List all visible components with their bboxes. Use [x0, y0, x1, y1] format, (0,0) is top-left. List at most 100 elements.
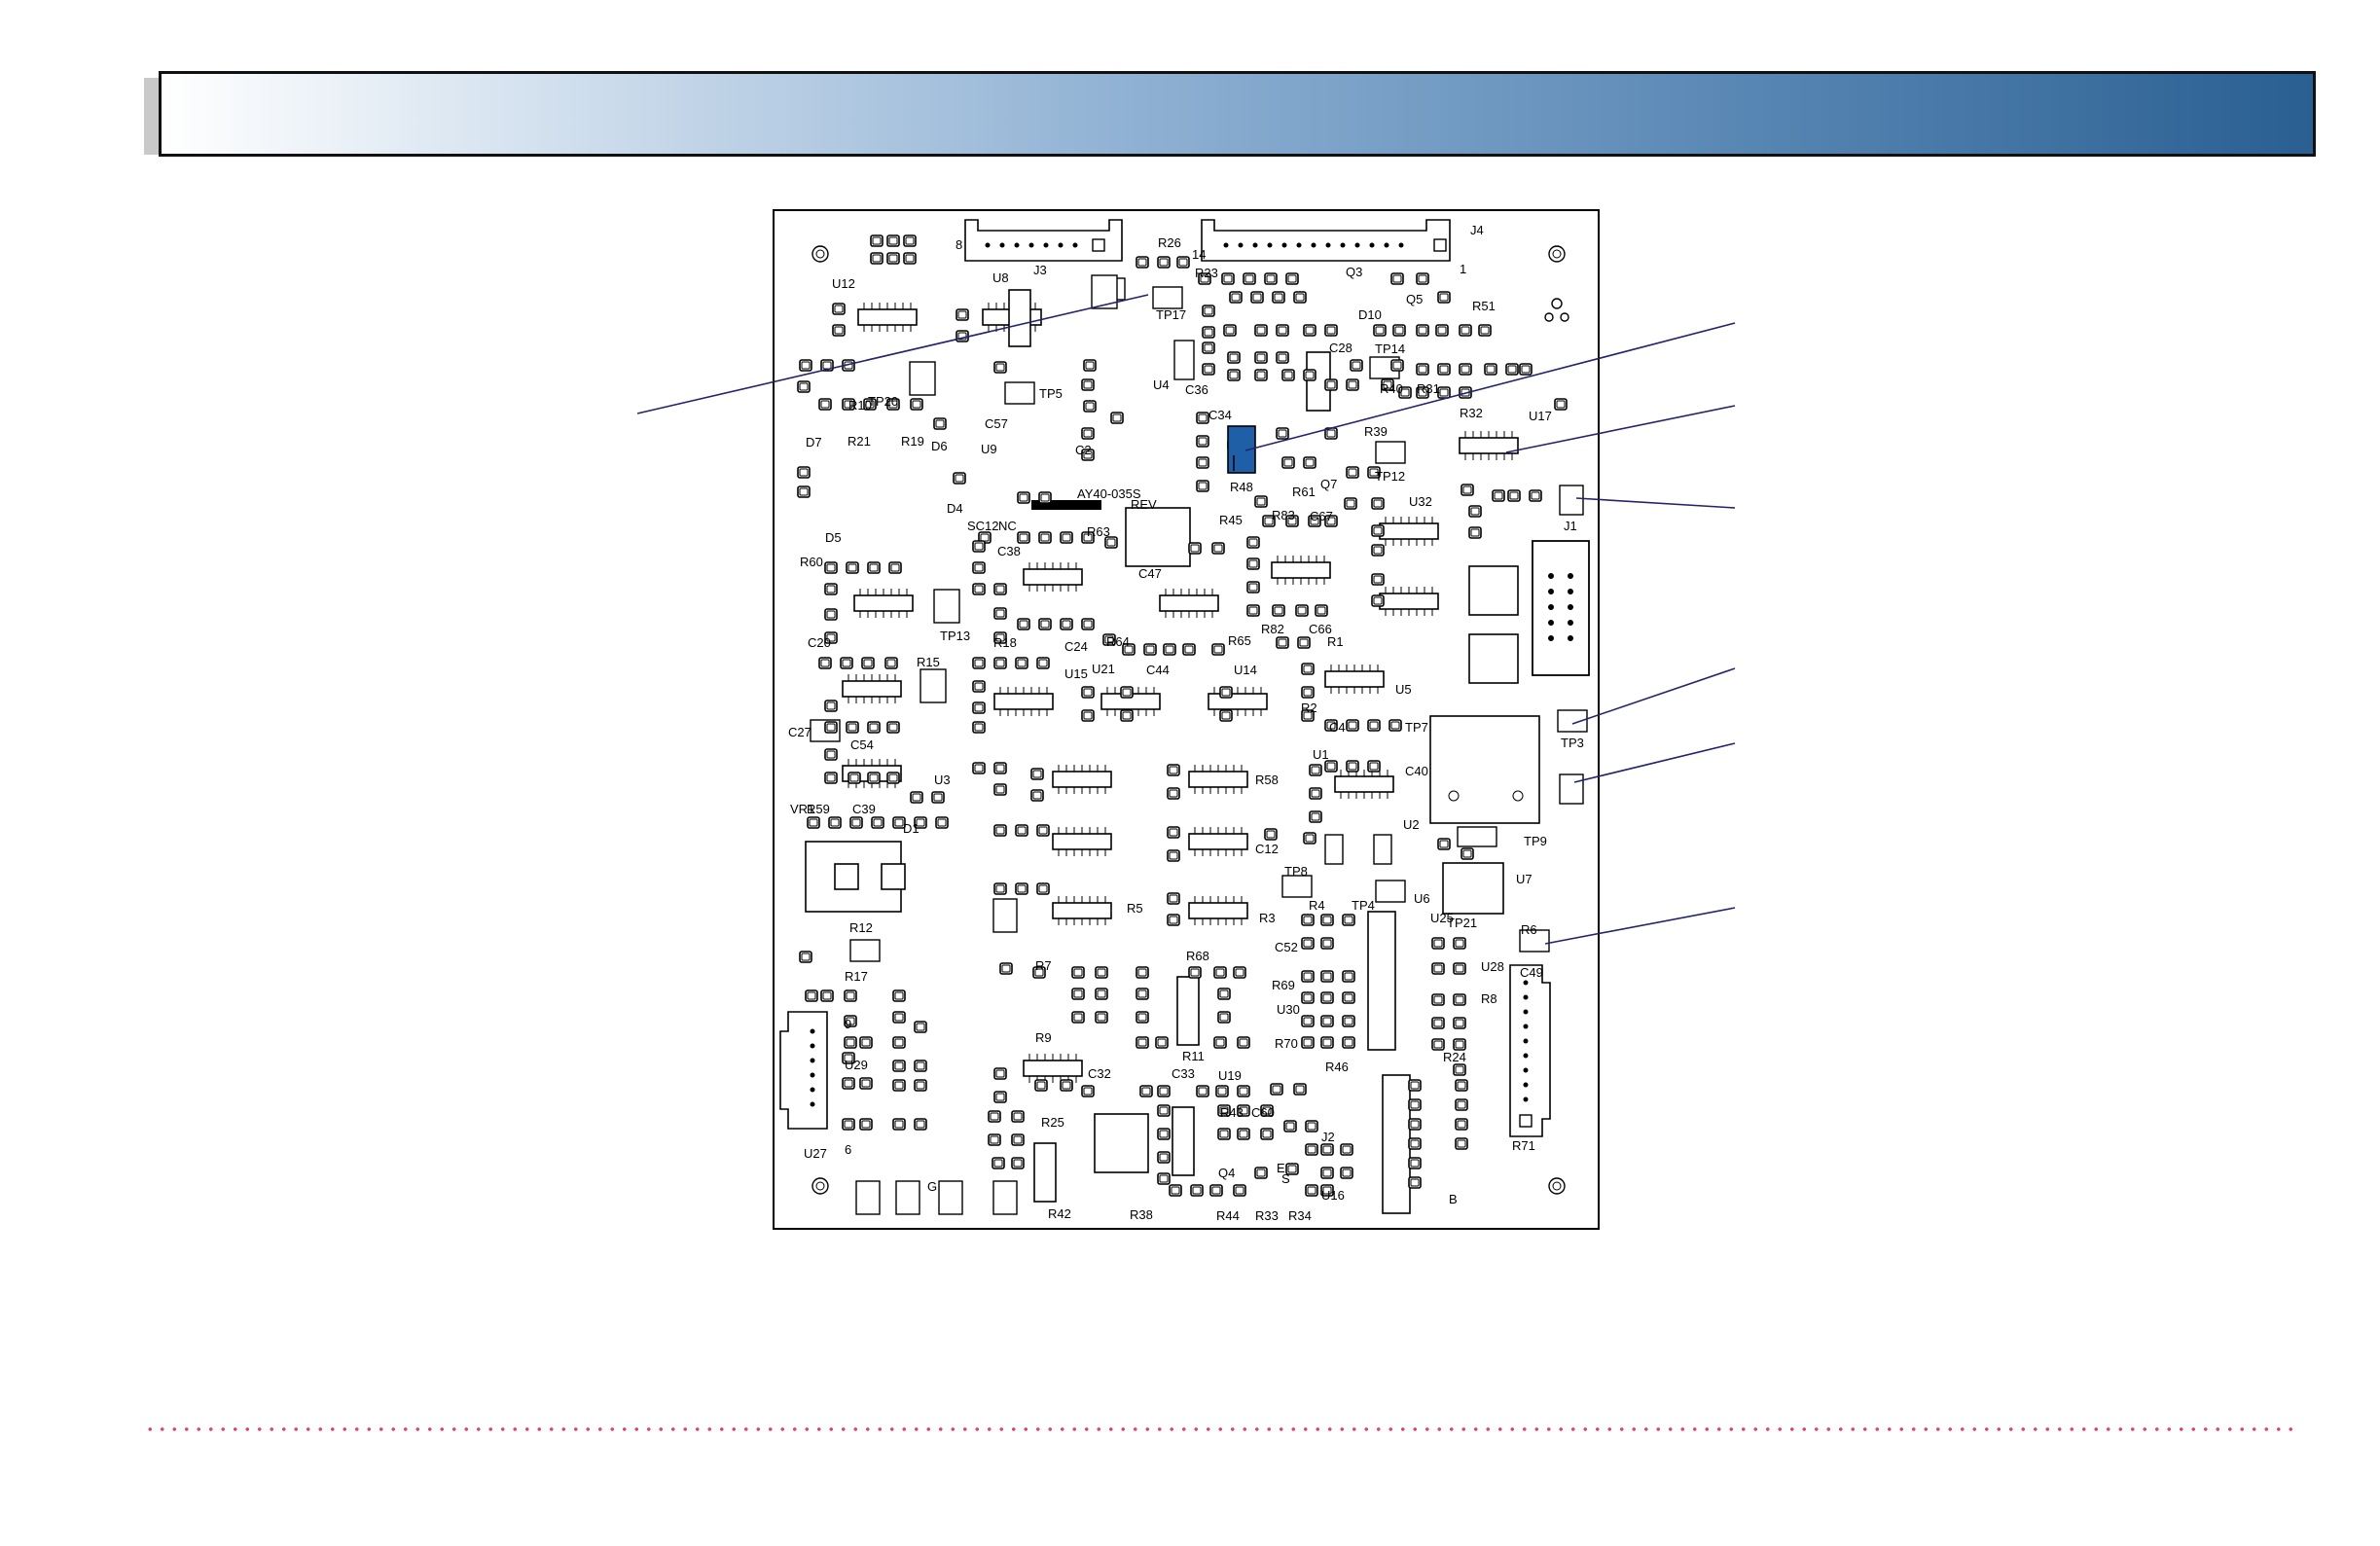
component-label: U16: [1321, 1188, 1345, 1203]
component-label: R19: [901, 434, 924, 449]
component-label: C57: [985, 416, 1008, 431]
component-label: U30: [1277, 1002, 1300, 1017]
component-label: C67: [1310, 509, 1333, 523]
smd-pad: [1431, 993, 1445, 1006]
smd-pad: [999, 962, 1013, 975]
smd-pad: [1254, 495, 1268, 508]
smd-pad: [1196, 435, 1209, 448]
component-label: Q7: [1320, 477, 1337, 491]
smd-pad: [1507, 489, 1521, 502]
component-label: U3: [934, 773, 951, 787]
smd-pad: [1188, 966, 1202, 979]
smd-pad: [1492, 489, 1505, 502]
component-label: G: [927, 1179, 937, 1194]
ay40-connector: [1031, 500, 1101, 510]
smd-pad: [886, 234, 900, 247]
smd-pad: [914, 1079, 927, 1092]
component-label: C24: [1064, 639, 1088, 654]
smd-pad: [1301, 914, 1315, 926]
smd-pad: [1081, 618, 1095, 630]
smd-pad: [1293, 291, 1307, 304]
component-label: D7: [806, 435, 822, 449]
smd-pad: [1139, 1085, 1153, 1097]
component-label: U21: [1092, 662, 1115, 676]
component-label: AY40-035S: [1077, 486, 1141, 501]
smd-pad: [892, 1118, 906, 1131]
mounting-hole: [811, 1177, 829, 1195]
component-label: S: [1281, 1171, 1290, 1186]
smd-pad: [1188, 542, 1202, 555]
smd-pad: [892, 1036, 906, 1049]
smd-pad: [1455, 1118, 1468, 1131]
smd-pad: [1468, 526, 1482, 539]
smd-pad: [1215, 1085, 1229, 1097]
smd-pad: [1371, 573, 1385, 586]
component-label: C47: [1138, 566, 1162, 581]
component-label: R39: [1364, 424, 1388, 439]
smd-pad: [1431, 937, 1445, 950]
smd-pad: [1036, 882, 1050, 895]
smd-pad: [1219, 709, 1233, 722]
footer-dotted-rule: [144, 1426, 2294, 1432]
smd-pad: [1453, 1038, 1466, 1051]
smd-pad: [847, 772, 861, 784]
smd-pad: [1246, 536, 1260, 549]
smd-pad: [1301, 686, 1315, 699]
title-banner: [159, 71, 2316, 157]
component-label: R32: [1460, 406, 1483, 420]
smd-pad: [1083, 359, 1097, 372]
smd-pad: [818, 398, 832, 411]
smd-pad: [1303, 832, 1316, 845]
component-label: U27: [804, 1146, 827, 1161]
smd-pad: [1468, 505, 1482, 518]
smd-pad: [1416, 272, 1429, 285]
smd-pad: [1276, 636, 1289, 649]
smd-pad: [1071, 1011, 1085, 1024]
smd-pad: [1431, 962, 1445, 975]
smd-pad: [1437, 291, 1451, 304]
smd-pad: [972, 561, 986, 574]
smd-pad: [1305, 1143, 1318, 1156]
component-label: C40: [1405, 764, 1428, 778]
component-label: J1: [1564, 519, 1577, 533]
smd-pad: [1297, 636, 1311, 649]
smd-pad: [1030, 768, 1044, 780]
smd-pad: [1346, 378, 1359, 391]
component-label: R70: [1275, 1036, 1298, 1051]
smd-pad: [1038, 531, 1052, 544]
component-label: U19: [1218, 1068, 1242, 1083]
smd-pad: [1408, 1118, 1422, 1131]
smd-pad: [840, 657, 853, 669]
connector-6pin: [779, 1011, 828, 1130]
smd-pad: [1015, 657, 1028, 669]
component-label: C20: [808, 635, 831, 650]
smd-pad: [1367, 719, 1381, 732]
smd-pad: [1350, 359, 1363, 372]
smd-pad: [1276, 351, 1289, 364]
smd-pad: [846, 721, 859, 734]
component-label: TP20: [868, 394, 898, 409]
component-label: 14: [1192, 247, 1206, 262]
component-label: J2: [1321, 1130, 1335, 1144]
component-label: R12: [849, 920, 873, 935]
smd-pad: [1182, 643, 1196, 656]
smd-pad: [1301, 1036, 1315, 1049]
smd-pad: [1437, 363, 1451, 376]
smd-pad: [972, 762, 986, 774]
smd-pad: [993, 824, 1007, 837]
smd-pad: [1309, 787, 1322, 800]
component-label: U25: [1430, 911, 1454, 925]
smd-pad: [1484, 363, 1497, 376]
component-label: TP5: [1039, 386, 1063, 401]
smd-pad: [859, 1118, 873, 1131]
smd-pad: [1276, 427, 1289, 440]
smd-pad: [1276, 324, 1289, 337]
smd-pad: [1190, 1184, 1204, 1197]
smd-pad: [1529, 489, 1542, 502]
component-label: R34: [1288, 1208, 1312, 1223]
smd-pad: [1320, 914, 1334, 926]
smd-pad: [1202, 342, 1215, 354]
component-label: D5: [825, 530, 842, 545]
component-label: R10: [848, 398, 872, 413]
smd-pad: [1217, 1011, 1231, 1024]
